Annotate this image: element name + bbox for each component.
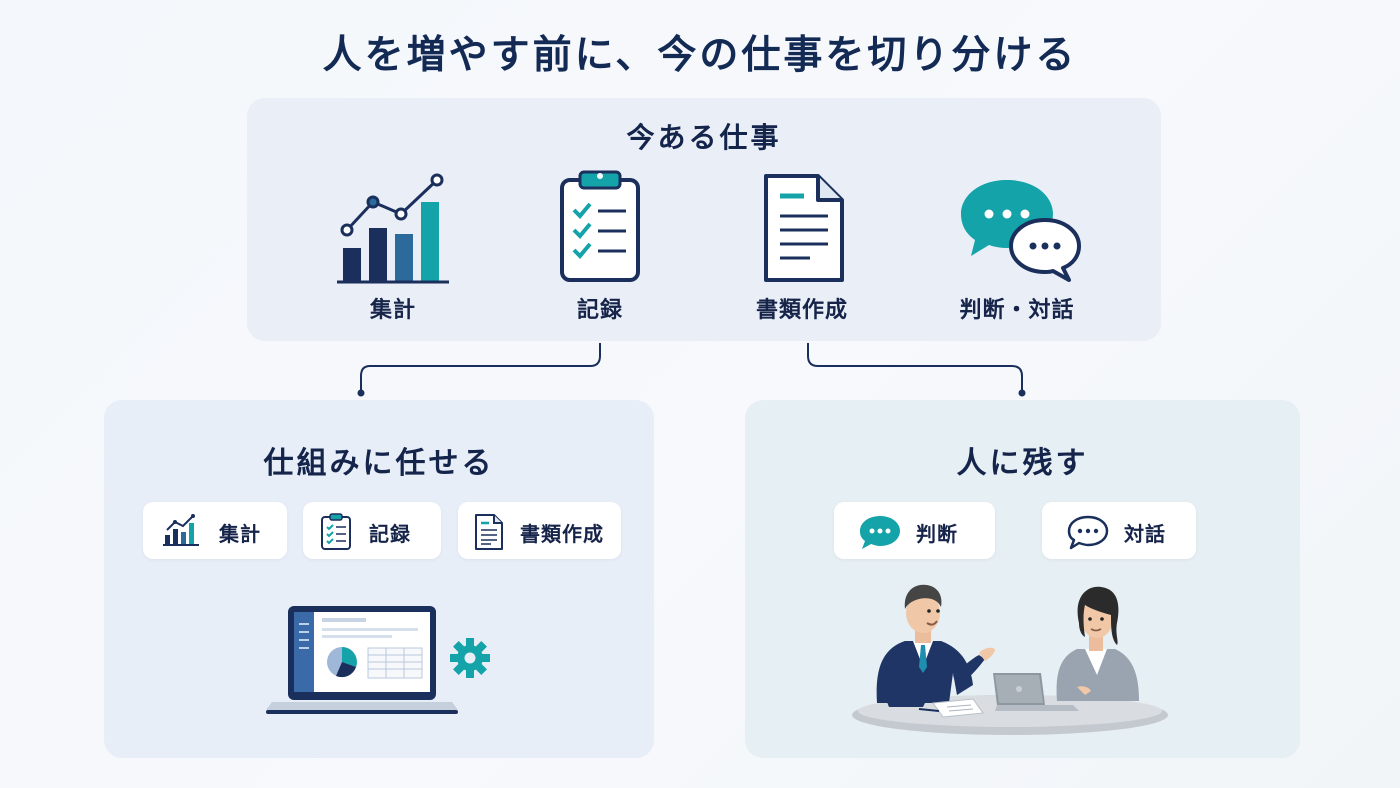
current-work-heading: 今ある仕事	[626, 121, 782, 154]
page-title: 人を増やす前に、今の仕事を切り分ける	[322, 33, 1078, 78]
chip-recording: 記録	[303, 502, 441, 559]
chip-label: 書類作成	[520, 522, 604, 546]
chip-label: 対話	[1124, 522, 1166, 546]
businessman-figure	[876, 584, 995, 707]
speech-bubbles-icon	[961, 180, 1081, 282]
speech-bubble-filled-icon	[860, 516, 900, 549]
task-document-creation: 書類作成	[717, 168, 887, 323]
task-label: 集計	[369, 298, 416, 323]
chip-dialogue: 対話	[1042, 502, 1196, 559]
speech-bubble-outline-icon	[1067, 515, 1109, 550]
document-icon	[764, 174, 844, 282]
chip-label: 集計	[219, 522, 261, 546]
laptop-on-table	[993, 673, 1079, 711]
chip-document-creation: 書類作成	[458, 502, 621, 559]
documents-on-table	[918, 698, 984, 718]
task-aggregation: 集計	[308, 168, 478, 323]
bar-chart-icon	[163, 514, 199, 546]
clipboard-checklist-icon	[560, 170, 640, 282]
task-label: 判断・対話	[959, 298, 1075, 323]
chip-label: 判断	[916, 522, 958, 546]
task-recording: 記録	[515, 168, 685, 323]
task-label: 記録	[576, 298, 623, 323]
delegate-to-system-panel: 仕組みに任せる 集計 記録	[104, 400, 654, 758]
chip-label: 記録	[369, 522, 411, 546]
task-label: 書類作成	[755, 298, 848, 323]
task-judgment-dialogue: 判断・対話	[932, 168, 1102, 323]
keep-for-people-panel: 人に残す 判断 対話	[745, 400, 1300, 758]
businesswoman-figure	[1056, 586, 1139, 701]
document-icon	[475, 514, 503, 550]
laptop-illustration	[266, 606, 490, 714]
bar-chart-icon	[337, 173, 449, 284]
meeting-illustration	[852, 584, 1168, 735]
gear-icon	[450, 638, 490, 678]
chip-aggregation: 集計	[143, 502, 287, 559]
current-work-panel: 今ある仕事 集計 記録	[247, 98, 1161, 341]
delegate-heading: 仕組みに任せる	[263, 446, 495, 481]
chip-judgment: 判断	[834, 502, 995, 559]
clipboard-checklist-icon	[321, 513, 351, 550]
keep-heading: 人に残す	[956, 446, 1089, 481]
